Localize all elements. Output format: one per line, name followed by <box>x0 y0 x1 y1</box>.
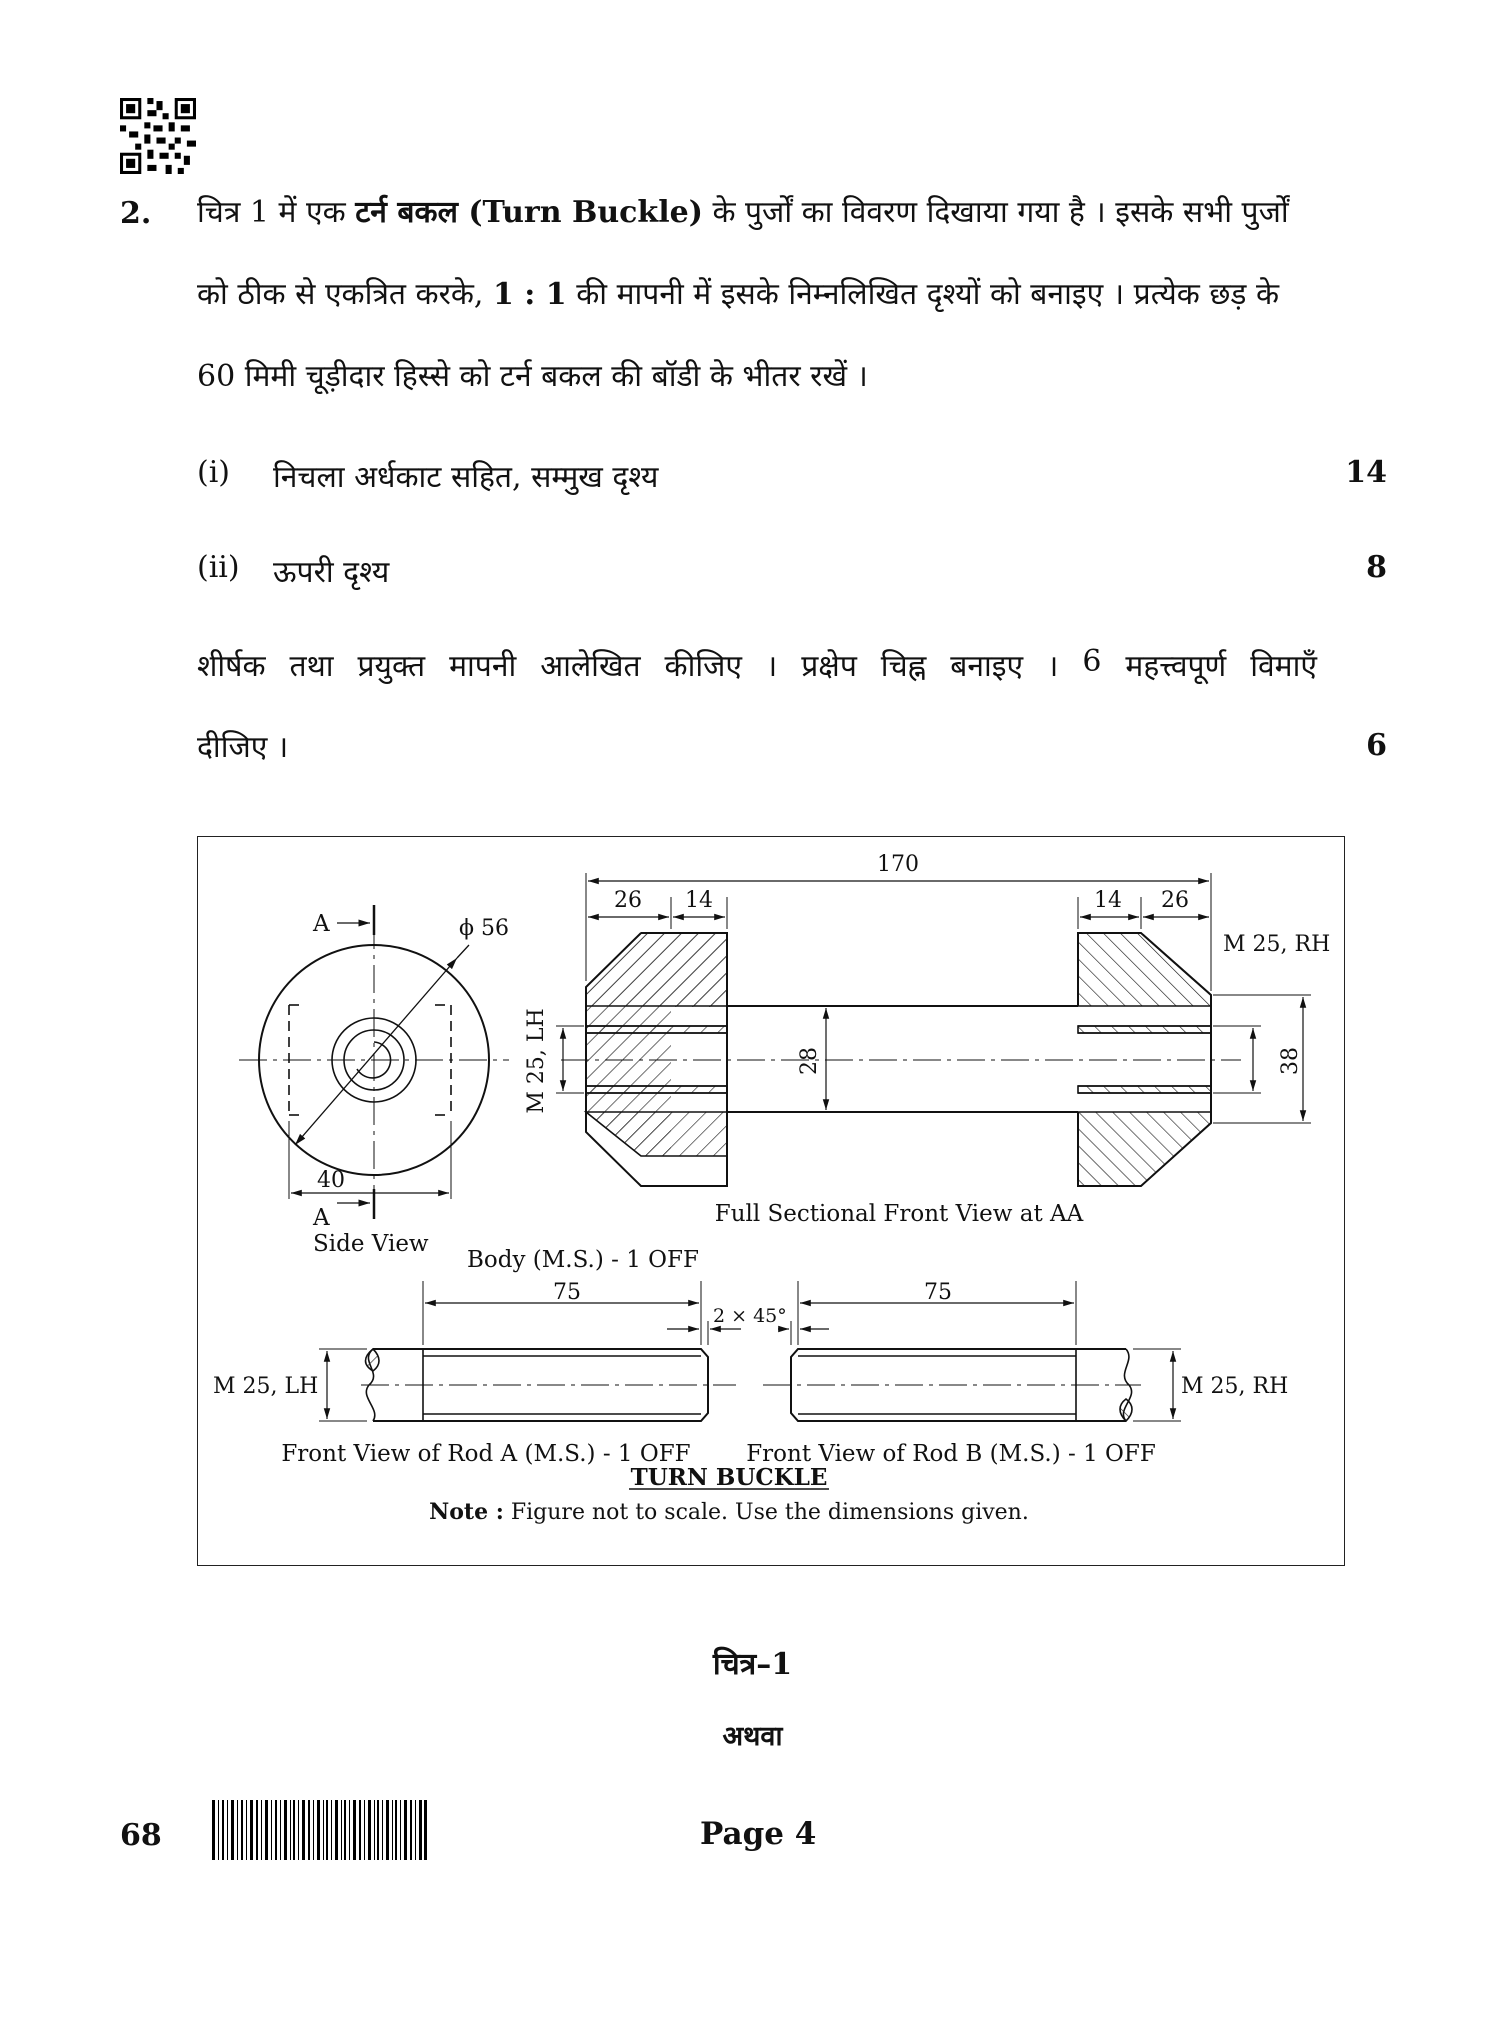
dim-40: 40 <box>317 1168 345 1193</box>
paper-code: 68 <box>120 1818 162 1853</box>
dim-m25rh-rod: M 25, RH <box>1181 1374 1288 1399</box>
part-ii-number: (ii) <box>197 550 240 585</box>
dim-right-14: 14 <box>1094 888 1122 913</box>
intro-line-2: को ठीक से एकत्रित करके, 1 : 1 की मापनी म… <box>197 277 1280 312</box>
qr-code <box>120 98 196 174</box>
dim-38: 38 <box>1278 1047 1303 1075</box>
section-mark-a-top: A <box>312 911 330 937</box>
rod-a-label: Front View of Rod A (M.S.) - 1 OFF <box>281 1441 690 1467</box>
section-mark-a-bottom: A <box>312 1205 330 1231</box>
turn-buckle-drawing: 170 26 14 14 26 ϕ 56 M 25, RH 28 38 M 25… <box>213 852 1330 1525</box>
figure-caption: चित्र–1 <box>712 1647 793 1682</box>
rod-a-view <box>319 1281 741 1422</box>
front-view-label: Full Sectional Front View at AA <box>715 1201 1084 1227</box>
side-view <box>239 905 509 1219</box>
dim-phi56: ϕ 56 <box>459 916 509 941</box>
part-i-marks: 14 <box>1345 455 1387 490</box>
page-number: Page 4 <box>700 1816 817 1852</box>
dim-overall: 170 <box>877 852 919 877</box>
rod-b-label: Front View of Rod B (M.S.) - 1 OFF <box>746 1441 1156 1467</box>
intro-line-3: 60 मिमी चूड़ीदार हिस्से को टर्न बकल की ब… <box>197 359 868 394</box>
body-label: Body (M.S.) - 1 OFF <box>467 1247 699 1273</box>
front-sectional-view <box>556 873 1311 1187</box>
dim-chamfer: 2 × 45° <box>713 1305 787 1327</box>
dim-left-26: 26 <box>614 888 642 913</box>
dim-rod-a-75: 75 <box>553 1280 581 1305</box>
dim-m25rh-body: M 25, RH <box>1223 932 1330 957</box>
part-i-number: (i) <box>197 455 231 490</box>
instruction-marks: 6 <box>1366 728 1387 763</box>
part-ii-text: ऊपरी दृश्य <box>273 555 390 590</box>
dim-m25lh-rod: M 25, LH <box>213 1374 318 1399</box>
part-ii-marks: 8 <box>1366 550 1387 585</box>
intro-line-1: चित्र 1 में एक टर्न बकल (Turn Buckle) के… <box>197 195 1289 230</box>
dim-left-14: 14 <box>685 888 713 913</box>
dim-m25lh-body: M 25, LH <box>524 1008 549 1113</box>
figure-box: 170 26 14 14 26 ϕ 56 M 25, RH 28 38 M 25… <box>197 836 1345 1566</box>
or-divider: अथवा <box>722 1721 783 1752</box>
side-view-label: Side View <box>313 1231 429 1257</box>
rod-b-view <box>763 1281 1181 1423</box>
barcode <box>212 1800 427 1860</box>
dim-28: 28 <box>797 1047 822 1075</box>
figure-title: TURN BUCKLE <box>631 1464 828 1491</box>
part-i-text: निचला अर्धकाट सहित, सम्मुख दृश्य <box>273 460 659 495</box>
instruction-line-2: दीजिए । <box>197 730 289 765</box>
dim-right-26: 26 <box>1161 888 1189 913</box>
figure-note: Note : Figure not to scale. Use the dime… <box>429 1499 1029 1525</box>
dim-rod-b-75: 75 <box>924 1280 952 1305</box>
question-number: 2. <box>120 196 152 231</box>
